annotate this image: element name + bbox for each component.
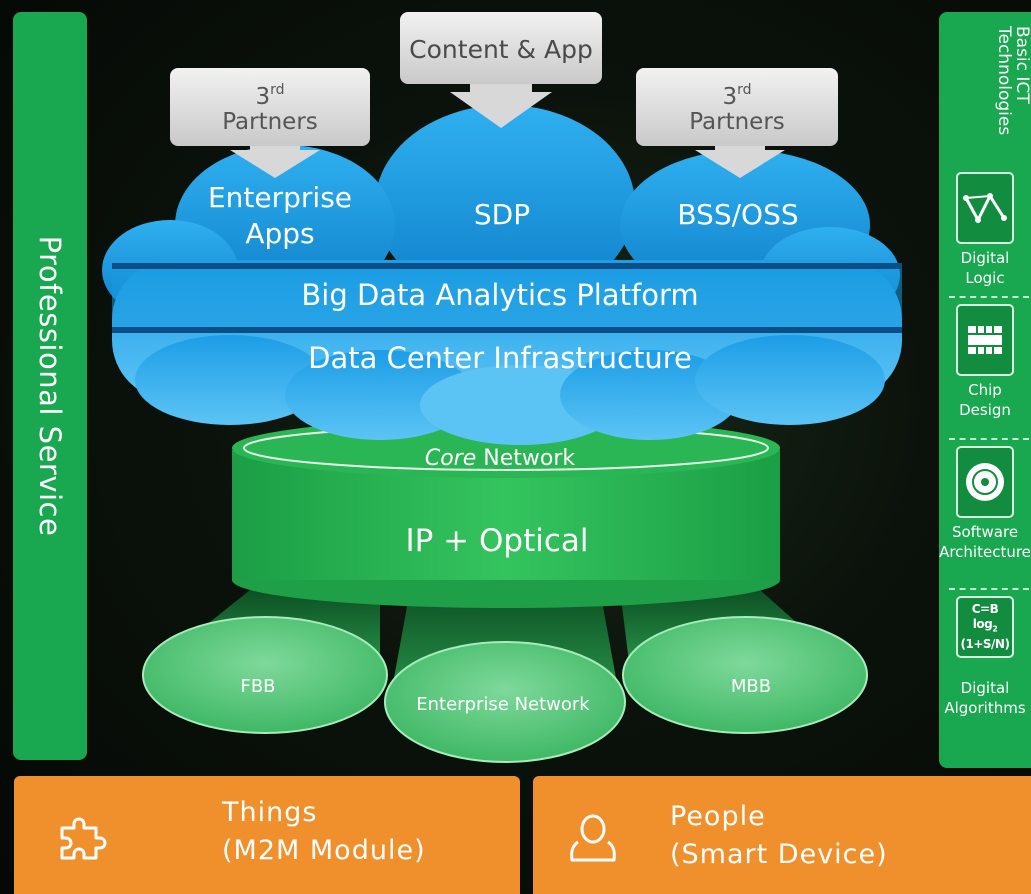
things-box: Things (M2M Module) — [14, 776, 520, 894]
ip-optical-label: IP + Optical — [405, 523, 588, 559]
enterprise-network-label: Enterprise Network — [416, 694, 590, 715]
partners-right-ordinal: 3rd — [722, 82, 751, 110]
big-data-platform-label: Big Data Analytics Platform — [301, 278, 698, 312]
sdp-label: SDP — [474, 198, 530, 231]
divider — [949, 296, 1029, 298]
formula-icon: C=B log2 (1+S/N) — [956, 596, 1014, 658]
chip-icon — [956, 304, 1014, 376]
core-network-label: Core Network — [425, 446, 576, 471]
partners-left-callout — [170, 68, 370, 178]
people-label: People (Smart Device) — [670, 801, 888, 870]
data-center-label: Data Center Infrastructure — [308, 341, 692, 375]
digital-algorithms-item: C=B log2 (1+S/N) Digital Algorithms — [939, 596, 1031, 718]
digital-logic-item: Digital Logic — [939, 172, 1031, 288]
enterprise-network-disc — [384, 641, 626, 763]
partners-right-callout — [636, 68, 838, 178]
disc-icon — [956, 446, 1014, 518]
content-app-label: Content & App — [409, 35, 593, 64]
partners-left-label: Partners — [222, 109, 318, 135]
enterprise-apps-label-1: Enterprise — [208, 181, 352, 214]
fbb-label: FBB — [240, 676, 275, 697]
basic-ict-technologies-bar: Basic ICT Technologies Digital Logic — [939, 12, 1031, 768]
people-box: People (Smart Device) — [533, 776, 1031, 894]
mbb-label: MBB — [731, 676, 771, 697]
divider — [949, 588, 1029, 590]
chip-design-item: Chip Design — [939, 304, 1031, 420]
fbb-disc — [142, 616, 388, 734]
puzzle-icon — [60, 817, 107, 860]
partners-left-ordinal: 3rd — [255, 82, 284, 110]
content-app-callout — [400, 12, 602, 128]
digital-logic-icon — [956, 172, 1014, 244]
things-label: Things (M2M Module) — [222, 797, 426, 866]
software-architecture-item: Software Architecture — [939, 446, 1031, 562]
divider — [949, 438, 1029, 440]
professional-service-bar: Professional Service — [13, 12, 87, 760]
mbb-disc — [622, 616, 868, 734]
cloud-cluster — [102, 105, 902, 445]
bss-oss-label: BSS/OSS — [677, 198, 798, 231]
person-icon — [570, 814, 616, 862]
enterprise-apps-label-2: Apps — [245, 217, 314, 250]
partners-right-label: Partners — [689, 109, 785, 135]
